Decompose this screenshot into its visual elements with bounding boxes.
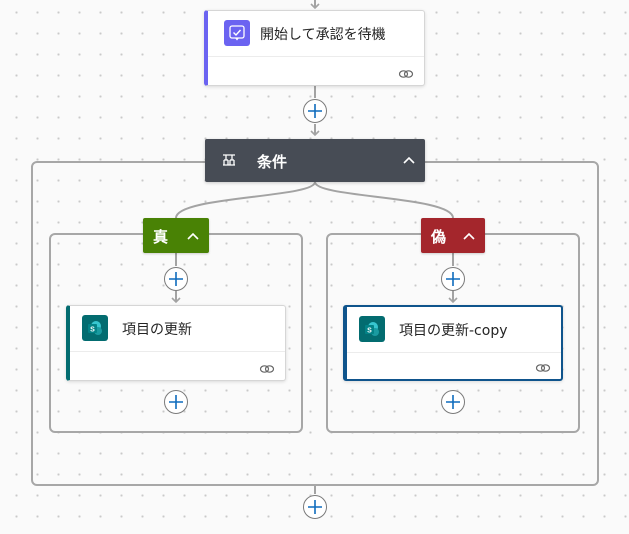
chevron-up-icon[interactable] <box>403 156 415 164</box>
condition-title: 条件 <box>257 153 288 171</box>
approval-card-header: 開始して承認を待機 <box>208 11 424 57</box>
svg-text:S: S <box>90 327 95 334</box>
link-icon[interactable] <box>535 362 551 374</box>
link-icon[interactable] <box>259 363 275 375</box>
plus-icon <box>308 500 322 514</box>
add-false-branch-end-step-button[interactable] <box>441 390 465 414</box>
approval-action-card[interactable]: 開始して承認を待機 <box>204 10 425 86</box>
update-item-copy-card-header: S 項目の更新-copy <box>347 307 561 353</box>
add-false-branch-step-button[interactable] <box>441 267 465 291</box>
update-item-copy-card[interactable]: S 項目の更新-copy <box>343 305 563 381</box>
plus-icon <box>446 395 460 409</box>
svg-text:S: S <box>367 328 372 335</box>
add-true-branch-end-step-button[interactable] <box>164 390 188 414</box>
plus-icon <box>308 104 322 118</box>
update-item-title: 項目の更新 <box>122 322 192 338</box>
condition-header[interactable]: 条件 <box>205 139 425 182</box>
chevron-up-icon[interactable] <box>463 232 475 240</box>
add-true-branch-step-button[interactable] <box>164 267 188 291</box>
true-branch-label: 真 <box>153 228 169 246</box>
update-item-copy-title: 項目の更新-copy <box>399 323 508 339</box>
plus-icon <box>169 395 183 409</box>
plus-icon <box>446 272 460 286</box>
false-branch-label: 偽 <box>431 228 447 246</box>
update-item-card-header: S 項目の更新 <box>70 306 285 352</box>
update-item-card[interactable]: S 項目の更新 <box>66 305 286 381</box>
add-step-button[interactable] <box>303 99 327 123</box>
plus-icon <box>169 272 183 286</box>
approval-icon <box>224 20 250 46</box>
chevron-up-icon[interactable] <box>187 232 199 240</box>
sharepoint-icon: S <box>359 316 385 342</box>
link-icon[interactable] <box>398 68 414 80</box>
false-branch-header[interactable]: 偽 <box>421 218 485 253</box>
add-step-after-condition-button[interactable] <box>303 495 327 519</box>
condition-icon <box>223 154 235 166</box>
sharepoint-icon: S <box>82 315 108 341</box>
true-branch-header[interactable]: 真 <box>143 218 209 253</box>
approval-action-title: 開始して承認を待機 <box>260 27 386 43</box>
